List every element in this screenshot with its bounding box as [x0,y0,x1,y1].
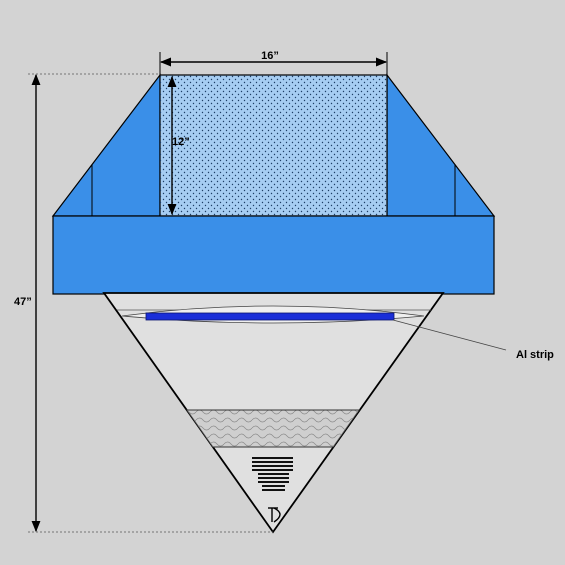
drain-valve-icon [268,507,281,523]
callout-al-strip: Al strip [392,319,554,361]
dimension-total-height: 47” [14,73,273,533]
collar-band [52,215,495,295]
total-height-label: 47” [14,296,32,308]
top-hopper [51,73,496,217]
filter-media-texture [187,410,359,447]
dimension-inner-height: 12” [167,75,190,216]
ribbed-fitting [252,457,293,491]
width-label: 16” [261,50,279,62]
inner-height-label: 12” [172,136,190,148]
al-strip [145,312,395,321]
screen-mesh [160,75,387,216]
right-wing [386,73,496,217]
al-strip-label: Al strip [516,349,554,361]
left-wing [51,73,161,217]
dimension-width: 16” [159,50,388,75]
cone [102,292,445,534]
